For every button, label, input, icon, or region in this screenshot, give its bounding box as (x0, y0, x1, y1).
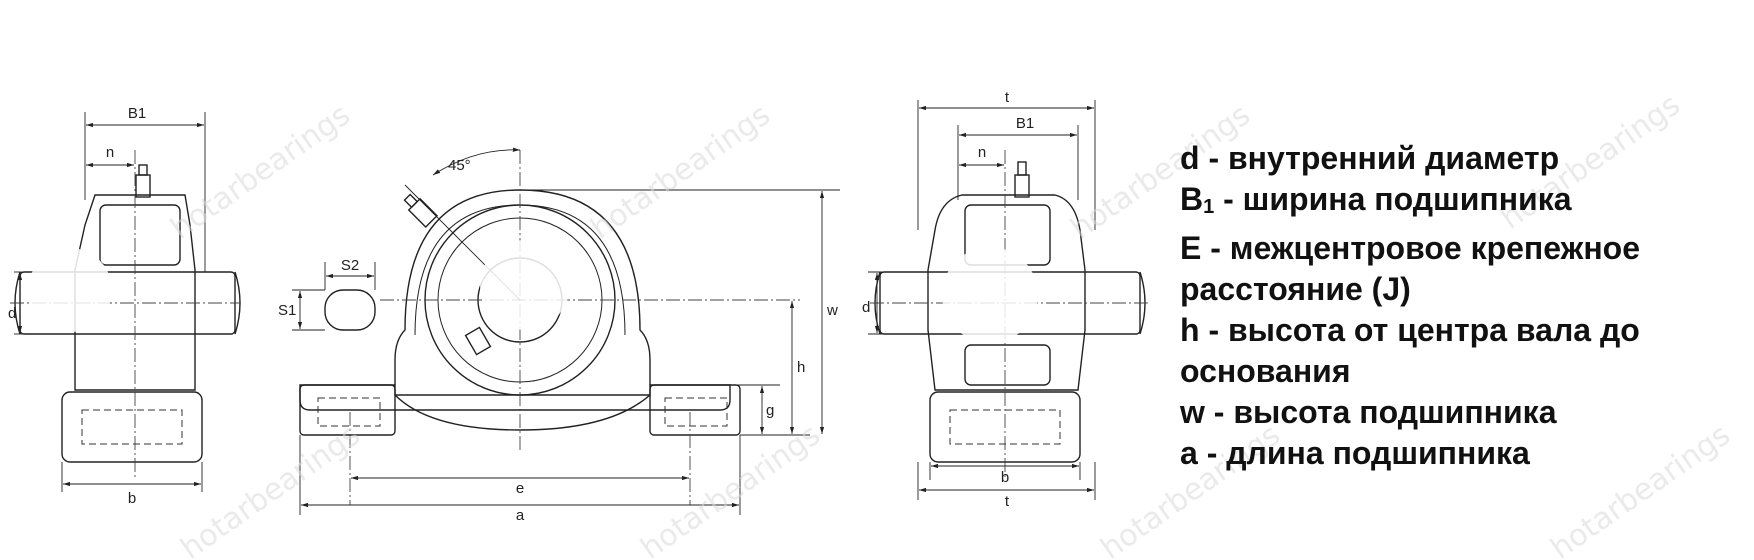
legend-line-h: h - высота от центра вала до (1180, 312, 1640, 348)
foot-left-front (299, 384, 396, 436)
grease-nipple-right (1014, 174, 1030, 198)
dim-label-w: w (826, 302, 838, 319)
foot-right-front (649, 384, 741, 436)
watermark-text: hotarbearings (585, 97, 777, 246)
legend-line-e: E - межцентровое крепежное (1180, 230, 1640, 266)
legend-line-d: d - внутренний диаметр (1180, 140, 1560, 176)
dim-label-s1: S1 (278, 302, 296, 319)
dim-label-d-left: d (8, 305, 16, 322)
dim-label-t-top: t (1005, 89, 1010, 106)
dim-label-g: g (766, 402, 774, 419)
dim-label-d-right: d (862, 299, 870, 316)
slot-detail: S2 S1 (278, 257, 376, 331)
legend-line-b1: B1 - ширина подшипника (1180, 181, 1572, 218)
dim-label-b1-right: B1 (1016, 115, 1034, 132)
dim-label-e: e (516, 480, 524, 497)
mounting-slot (324, 289, 376, 331)
base-foot-left (61, 391, 203, 463)
dim-label-b1-left: B1 (128, 105, 146, 122)
dim-label-s2: S2 (341, 257, 359, 274)
dim-label-h: h (797, 359, 805, 376)
legend-line-h-cont: основания (1180, 353, 1351, 389)
grease-nipple-left (135, 174, 151, 198)
dim-label-t-bottom: t (1005, 493, 1010, 510)
dim-label-angle: 45° (448, 157, 471, 174)
dim-label-b-right: b (1001, 469, 1009, 486)
housing-side-right (927, 194, 1086, 391)
side-view-left: B1 n d b (8, 105, 241, 507)
watermark-text: hotarbearings (165, 97, 357, 246)
legend-line-e-cont: расстояние (J) (1180, 271, 1411, 307)
dim-label-a: a (516, 507, 525, 524)
legend-line-w: w - высота подшипника (1180, 394, 1557, 430)
watermark-text: hotarbearings (635, 417, 827, 560)
dim-label-n-left: n (106, 144, 114, 161)
front-view: 45° e a g h w (299, 147, 840, 524)
housing-side-left (74, 194, 196, 391)
dim-label-n-right: n (978, 144, 986, 161)
watermark-text: hotarbearings (175, 417, 367, 560)
legend-line-a: a - длина подшипника (1180, 435, 1530, 471)
dimension-legend: d - внутренний диаметр B1 - ширина подши… (1180, 138, 1740, 474)
dim-label-b-left: b (128, 490, 136, 507)
